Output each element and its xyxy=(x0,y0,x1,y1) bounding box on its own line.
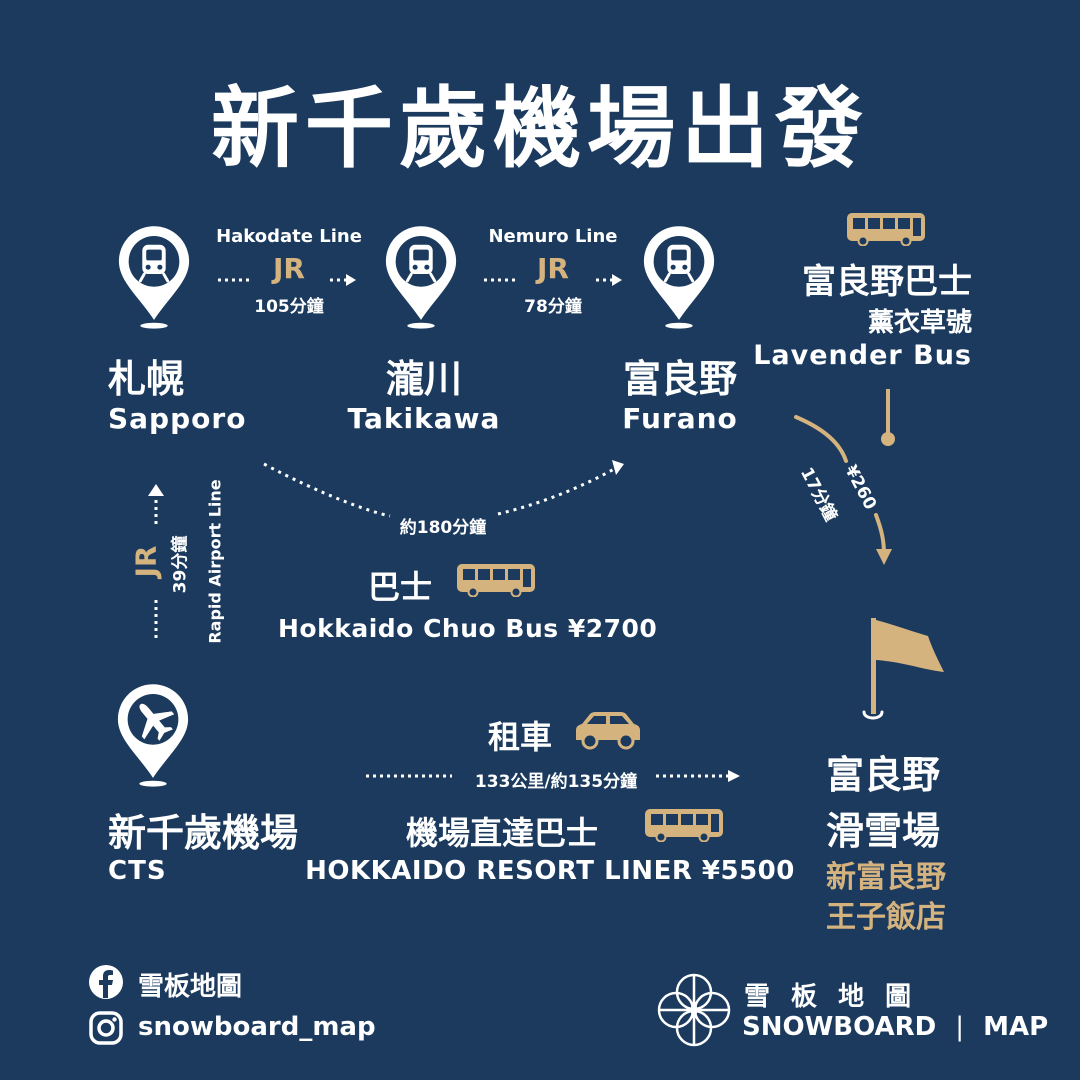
facebook-icon[interactable] xyxy=(88,964,124,1000)
bus-icon xyxy=(455,563,537,597)
brand-name-en: SNOWBOARD | MAP xyxy=(742,1012,1048,1042)
destination-line1: 富良野 xyxy=(826,753,941,797)
destination-line2: 滑雪場 xyxy=(826,809,941,853)
lavender-bus-name-en: Lavender Bus xyxy=(753,340,972,371)
brand-separator: | xyxy=(955,1012,965,1042)
car-label-zh: 租車 xyxy=(488,718,553,756)
rapid-line-arrow xyxy=(148,484,164,638)
flag-icon xyxy=(862,618,944,720)
facebook-handle[interactable]: 雪板地圖 xyxy=(138,972,243,1002)
station-airport-en: CTS xyxy=(108,856,167,886)
airplane-icon xyxy=(117,684,189,787)
destination-hotel-line1: 新富良野 xyxy=(826,860,946,895)
train-icon xyxy=(115,222,193,330)
hakodate-arrow xyxy=(218,274,356,286)
car-route-arrow xyxy=(366,770,740,782)
nemuro-line-name: Nemuro Line xyxy=(488,226,618,247)
nemuro-duration: 78分鐘 xyxy=(524,297,582,317)
lavender-bus-arrow xyxy=(794,389,895,565)
snowflake-logo-icon xyxy=(657,973,731,1047)
station-sapporo-zh: 札幌 xyxy=(108,357,185,401)
station-furano-en: Furano xyxy=(622,402,738,435)
station-airport-zh: 新千歲機場 xyxy=(108,811,299,855)
nemuro-arrow xyxy=(484,274,622,286)
liner-label-en: HOKKAIDO RESORT LINER ¥5500 xyxy=(305,856,795,886)
car-icon xyxy=(576,712,640,750)
bus-icon xyxy=(642,808,726,842)
hakodate-line-name: Hakodate Line xyxy=(216,226,362,247)
instagram-icon[interactable] xyxy=(88,1010,124,1046)
rapid-duration: 39分鐘 xyxy=(170,535,191,594)
destination-hotel-line2: 王子飯店 xyxy=(826,900,946,935)
instagram-handle[interactable]: snowboard_map xyxy=(138,1012,376,1042)
train-icon xyxy=(640,222,718,330)
station-sapporo-en: Sapporo xyxy=(108,402,247,435)
nemuro-jr-label: JR xyxy=(537,252,569,285)
chuo-bus-label-en: Hokkaido Chuo Bus ¥2700 xyxy=(278,614,658,643)
brand-name-en-2: MAP xyxy=(983,1012,1049,1042)
car-distance: 133公里/約135分鐘 xyxy=(474,772,638,792)
chuo-bus-label-zh: 巴士 xyxy=(368,568,433,606)
rapid-jr-label: JR xyxy=(129,545,163,578)
lavender-bus-sub-zh: 薰衣草號 xyxy=(867,308,972,338)
bus-icon xyxy=(846,212,926,246)
train-icon xyxy=(382,222,460,330)
lavender-bus-name-zh: 富良野巴士 xyxy=(802,262,972,302)
hakodate-jr-label: JR xyxy=(273,252,305,285)
station-takikawa-zh: 瀧川 xyxy=(385,357,462,401)
station-furano-zh: 富良野 xyxy=(622,357,737,401)
brand-name-zh: 雪 板 地 圖 xyxy=(744,982,918,1012)
page-title: 新千歲機場出發 xyxy=(210,77,869,180)
chuo-bus-arrow xyxy=(263,460,624,518)
chuo-bus-duration: 約180分鐘 xyxy=(399,518,487,538)
hakodate-duration: 105分鐘 xyxy=(254,297,324,317)
rapid-line-name: Rapid Airport Line xyxy=(205,479,225,644)
liner-label-zh: 機場直達巴士 xyxy=(406,814,599,852)
station-takikawa-en: Takikawa xyxy=(347,402,501,435)
brand-name-en-1: SNOWBOARD xyxy=(742,1012,937,1042)
